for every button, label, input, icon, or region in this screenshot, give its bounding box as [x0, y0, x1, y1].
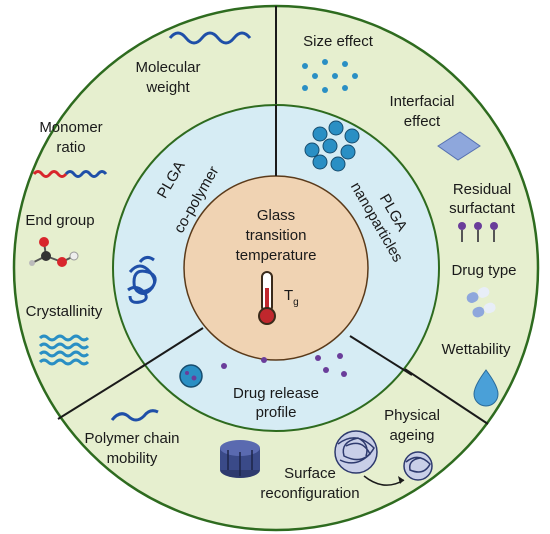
interfacial-effect-label-2: effect: [404, 113, 441, 130]
monomer-ratio-label-1: Monomer: [39, 119, 102, 136]
end-group-molecule-icon: [29, 237, 79, 267]
center-title-line3: temperature: [236, 247, 317, 264]
center-circle: [183, 175, 369, 361]
ageing-arrowhead: [398, 476, 404, 484]
physical-ageing-label-1: Physical: [384, 407, 440, 424]
porous-particle-icon: [220, 440, 260, 478]
molecular-weight-label-2: weight: [145, 79, 190, 96]
entangled-ball-small-icon: [403, 451, 433, 481]
center-title-line2: transition: [246, 227, 307, 244]
molecular-chain-icon: [168, 31, 252, 45]
drug-release-label-2: profile: [256, 404, 297, 421]
surfactant-icon: [458, 222, 498, 242]
tg-symbol: Tg: [284, 287, 299, 308]
interfacial-effect-label-1: Interfacial: [389, 93, 454, 110]
polymer-chain-mobility-label-2: mobility: [107, 450, 158, 467]
size-particles-icon: [302, 59, 358, 93]
crystallinity-label: Crystallinity: [26, 303, 103, 320]
wettability-label: Wettability: [442, 341, 511, 358]
divider-right-inner: [349, 335, 413, 376]
water-drop-icon: [473, 369, 499, 407]
entangled-ball-large-icon: [334, 430, 378, 474]
divider-left-inner: [139, 327, 204, 369]
drug-release-label-1: Drug release: [233, 385, 319, 402]
center-title-line1: Glass: [257, 207, 295, 224]
released-drug-dots-icon: [221, 353, 347, 377]
interface-plane-icon: [437, 131, 481, 161]
surface-reconfiguration-label-1: Surface: [284, 465, 336, 482]
polymer-coil-icon: [127, 255, 157, 304]
drug-type-label: Drug type: [451, 262, 516, 279]
surface-reconfiguration-label-2: reconfiguration: [260, 485, 359, 502]
thermometer-icon: [258, 271, 276, 325]
residual-surfactant-label-1: Residual: [453, 181, 511, 198]
polymer-chain-mobility-label-1: Polymer chain: [84, 430, 179, 447]
nanoparticle-drug-icon: [179, 364, 203, 388]
monomer-ratio-label-2: ratio: [56, 139, 85, 156]
physical-ageing-label-2: ageing: [389, 427, 434, 444]
molecular-weight-label-1: Molecular: [135, 59, 200, 76]
size-effect-label: Size effect: [303, 33, 374, 50]
capsules-icon: [466, 287, 496, 318]
nanoparticles-cluster-icon: [304, 120, 360, 172]
end-group-label: End group: [25, 212, 94, 229]
polymer-chain-icon: [110, 409, 159, 422]
crystalline-chains-icon: [38, 334, 90, 366]
copolymer-chain-icon: [32, 170, 108, 178]
residual-surfactant-label-2: surfactant: [449, 200, 516, 217]
